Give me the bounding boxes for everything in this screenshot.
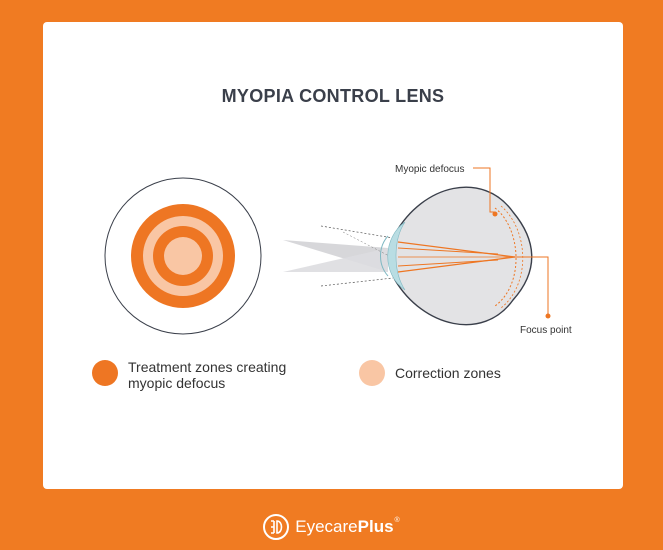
incoming-light-beams (283, 225, 394, 287)
correction-zone-center (164, 237, 202, 275)
eyecareplus-logo-icon (263, 514, 290, 540)
myopic-defocus-label: Myopic defocus (395, 164, 464, 175)
treatment-swatch (92, 360, 118, 386)
legend-treatment-line2: myopic defocus (128, 375, 226, 391)
legend-correction-line1: Correction zones (395, 365, 501, 381)
legend-correction: Correction zones (359, 360, 501, 386)
legend-treatment: Treatment zones creating myopic defocus (92, 359, 287, 391)
diagram-card: MYOPIA CONTROL LENS (43, 22, 623, 489)
lens-rings (104, 177, 262, 335)
annotation-focus-point: Focus point (515, 256, 572, 336)
brand-name: EyecarePlus® (295, 517, 400, 536)
myopia-lens-diagram: Myopic defocus Focus point (104, 164, 572, 336)
annotation-myopic-defocus: Myopic defocus (395, 164, 498, 217)
eye (380, 186, 533, 326)
diagram-title: MYOPIA CONTROL LENS (221, 86, 445, 106)
lens-front-surface (380, 235, 389, 277)
focus-point-label: Focus point (520, 325, 572, 336)
correction-swatch (359, 360, 385, 386)
brand-footer: EyecarePlus® (0, 512, 663, 542)
contact-lens (387, 221, 406, 291)
legend-treatment-line1: Treatment zones creating (128, 359, 287, 375)
